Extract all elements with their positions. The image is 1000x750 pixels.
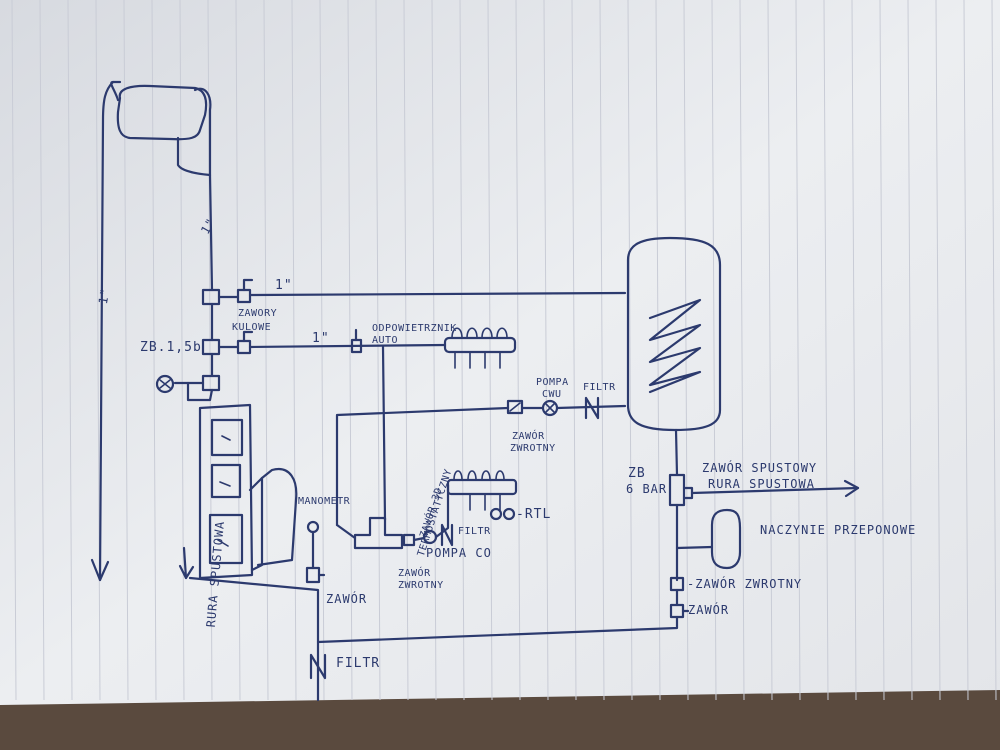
grid-line xyxy=(39,0,45,701)
rtl-valves xyxy=(489,507,516,521)
label-pompa-cwu: POMPA xyxy=(536,377,569,388)
drain-pipe-right xyxy=(690,486,860,495)
label-filtr-top: FILTR xyxy=(583,382,616,393)
label-zawory: ZAWORY xyxy=(238,308,278,319)
expansion-vessel xyxy=(710,508,742,570)
manifold-bottom xyxy=(446,470,518,511)
boiler-drain xyxy=(182,546,188,580)
grid-line xyxy=(11,0,17,701)
filter-cwu xyxy=(584,396,600,420)
label-zawor-right: ZAWÓR xyxy=(688,603,730,617)
pipe-size-mid: 1" xyxy=(312,331,330,346)
grid-line xyxy=(431,0,437,701)
grid-line xyxy=(543,0,549,701)
expansion-tank-top xyxy=(110,80,212,177)
grid-line xyxy=(991,0,997,701)
safety-valve-zb15 xyxy=(155,374,214,402)
arrow-down-boiler xyxy=(178,564,195,580)
arrow-down-left xyxy=(90,558,110,582)
label-6bar: 6 BAR xyxy=(626,482,668,496)
filter-bottom xyxy=(309,653,327,680)
grid-line xyxy=(459,0,465,701)
grid-line xyxy=(599,0,605,701)
grid-line xyxy=(655,0,661,701)
label-zawor-zwrotny-cwu-a: ZAWÓR xyxy=(512,431,545,442)
label-zawor-zwrotny-right: -ZAWÓR ZWROTNY xyxy=(687,577,803,591)
three-way-valve xyxy=(353,516,404,550)
label-kulowe: KULOWE xyxy=(232,322,272,333)
label-odpowietrznik: ODPOWIETRZNIK xyxy=(372,323,457,334)
grid-line xyxy=(683,0,689,701)
label-auto: AUTO xyxy=(372,335,399,346)
grid-line xyxy=(795,0,801,701)
grid-line xyxy=(907,0,913,701)
label-pompa-co: POMPA CO xyxy=(426,546,492,560)
grid-line xyxy=(515,0,521,701)
label-zawor-zwrotny-cwu-b: ZWROTNY xyxy=(510,443,556,454)
label-filtr-bottom: FILTR xyxy=(336,656,381,671)
grid-line xyxy=(739,0,745,701)
pipe-size-left: 1" xyxy=(95,286,113,306)
grid-line xyxy=(151,0,157,701)
label-rtl: -RTL xyxy=(516,507,552,522)
valve-left xyxy=(305,566,326,584)
grid-line xyxy=(935,0,941,701)
manometer xyxy=(306,520,320,570)
bottom-return-line xyxy=(188,576,320,702)
filter-co xyxy=(440,523,454,547)
left-vertical-pipe xyxy=(98,80,115,582)
grid-line xyxy=(207,0,213,701)
manifold-top xyxy=(443,327,517,369)
grid-line xyxy=(487,0,493,701)
pipe-size-top: 1" xyxy=(275,278,293,293)
grid-line xyxy=(375,0,381,701)
supply-line-to-cylinder xyxy=(248,291,627,297)
grid-line xyxy=(123,0,129,701)
grid-line xyxy=(823,0,829,701)
label-naczynie: NACZYNIE PRZEPONOWE xyxy=(760,523,917,537)
hot-water-cylinder xyxy=(626,236,722,432)
grid-line xyxy=(851,0,857,701)
label-zawor-left: ZAWÓR xyxy=(326,592,368,606)
label-rura-spustowa-right: RURA SPUSTOWA xyxy=(708,477,815,491)
co-pump-line xyxy=(412,483,450,542)
grid-line xyxy=(95,0,101,701)
cylinder-outlet xyxy=(674,428,679,477)
grid-line xyxy=(263,0,269,701)
label-manometr: MANOMETR xyxy=(298,496,351,507)
grid-line xyxy=(879,0,885,701)
label-zb: ZB xyxy=(628,466,646,481)
grid-line xyxy=(627,0,633,701)
boiler xyxy=(198,403,298,580)
grid-line xyxy=(179,0,185,701)
grid-line xyxy=(767,0,773,701)
grid-line xyxy=(67,0,73,701)
cold-bottom-line xyxy=(316,615,679,644)
co-supply-line xyxy=(248,343,447,349)
expansion-vessel-pipe xyxy=(675,545,714,550)
label-cwu: CWU xyxy=(542,389,562,400)
manifold-drop xyxy=(381,345,387,522)
cwu-to-3way xyxy=(335,523,357,540)
arrow-right xyxy=(843,479,860,498)
cwu-return-line xyxy=(335,406,510,527)
table-surface xyxy=(0,690,1000,750)
label-zawor-zwrotny-co-b: ZWROTNY xyxy=(398,580,444,591)
grid-line xyxy=(963,0,969,701)
label-zawor-zwrotny-co-a: ZAWÓR xyxy=(398,568,431,579)
grid-line xyxy=(571,0,577,701)
grid-line xyxy=(291,0,297,701)
label-zb-15: ZB.1,5b xyxy=(140,340,202,355)
grid-line xyxy=(347,0,353,701)
label-zawor-spustowy: ZAWÓR SPUSTOWY xyxy=(702,461,818,475)
grid-line xyxy=(711,0,717,701)
label-filtr-mid: FILTR xyxy=(458,526,491,537)
grid-line xyxy=(319,0,325,701)
auto-air-vent xyxy=(350,328,363,354)
grid-line xyxy=(403,0,409,701)
boiler-riser xyxy=(208,173,214,292)
